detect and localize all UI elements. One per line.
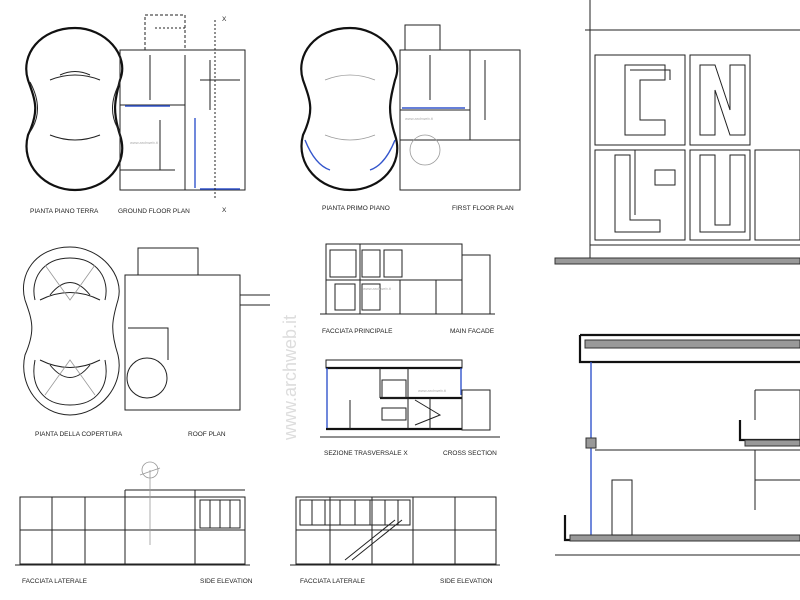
facade-detail	[554, 0, 800, 265]
small-watermark: www.archweb.it	[418, 388, 447, 393]
ground-floor-plan: www.archweb.it X X	[25, 14, 246, 214]
label-ground-floor-it: PIANTA PIANO TERRA	[30, 208, 99, 215]
side-elevation-1	[15, 461, 250, 566]
cross-section: www.archweb.it	[320, 359, 500, 438]
main-facade: www.archweb.it	[320, 243, 495, 315]
label-cross-section-en: CROSS SECTION	[443, 450, 497, 457]
small-watermark: www.archweb.it	[405, 116, 434, 121]
section-mark: X	[222, 207, 227, 214]
side-elevation-2	[290, 496, 500, 566]
label-roof-en: ROOF PLAN	[188, 431, 226, 438]
label-main-facade-en: MAIN FACADE	[450, 328, 495, 335]
label-first-floor-en: FIRST FLOOR PLAN	[452, 205, 514, 212]
watermark: www.archweb.it	[280, 315, 300, 441]
label-cross-section-it: SEZIONE TRASVERSALE X	[324, 450, 408, 457]
label-main-facade-it: FACCIATA PRINCIPALE	[322, 328, 393, 335]
label-side-elevation-2-en: SIDE ELEVATION	[440, 578, 493, 585]
roof-plan	[23, 246, 270, 416]
small-watermark: www.archweb.it	[363, 286, 392, 291]
label-side-elevation-1-en: SIDE ELEVATION	[200, 578, 253, 585]
section-mark: X	[222, 16, 227, 23]
label-side-elevation-1-it: FACCIATA LATERALE	[22, 578, 88, 585]
label-ground-floor-en: GROUND FLOOR PLAN	[118, 208, 190, 215]
label-side-elevation-2-it: FACCIATA LATERALE	[300, 578, 366, 585]
label-first-floor-it: PIANTA PRIMO PIANO	[322, 205, 390, 212]
first-floor-plan: www.archweb.it	[300, 24, 521, 192]
small-watermark: www.archweb.it	[130, 140, 159, 145]
label-roof-it: PIANTA DELLA COPERTURA	[35, 431, 123, 438]
section-detail	[555, 333, 800, 556]
